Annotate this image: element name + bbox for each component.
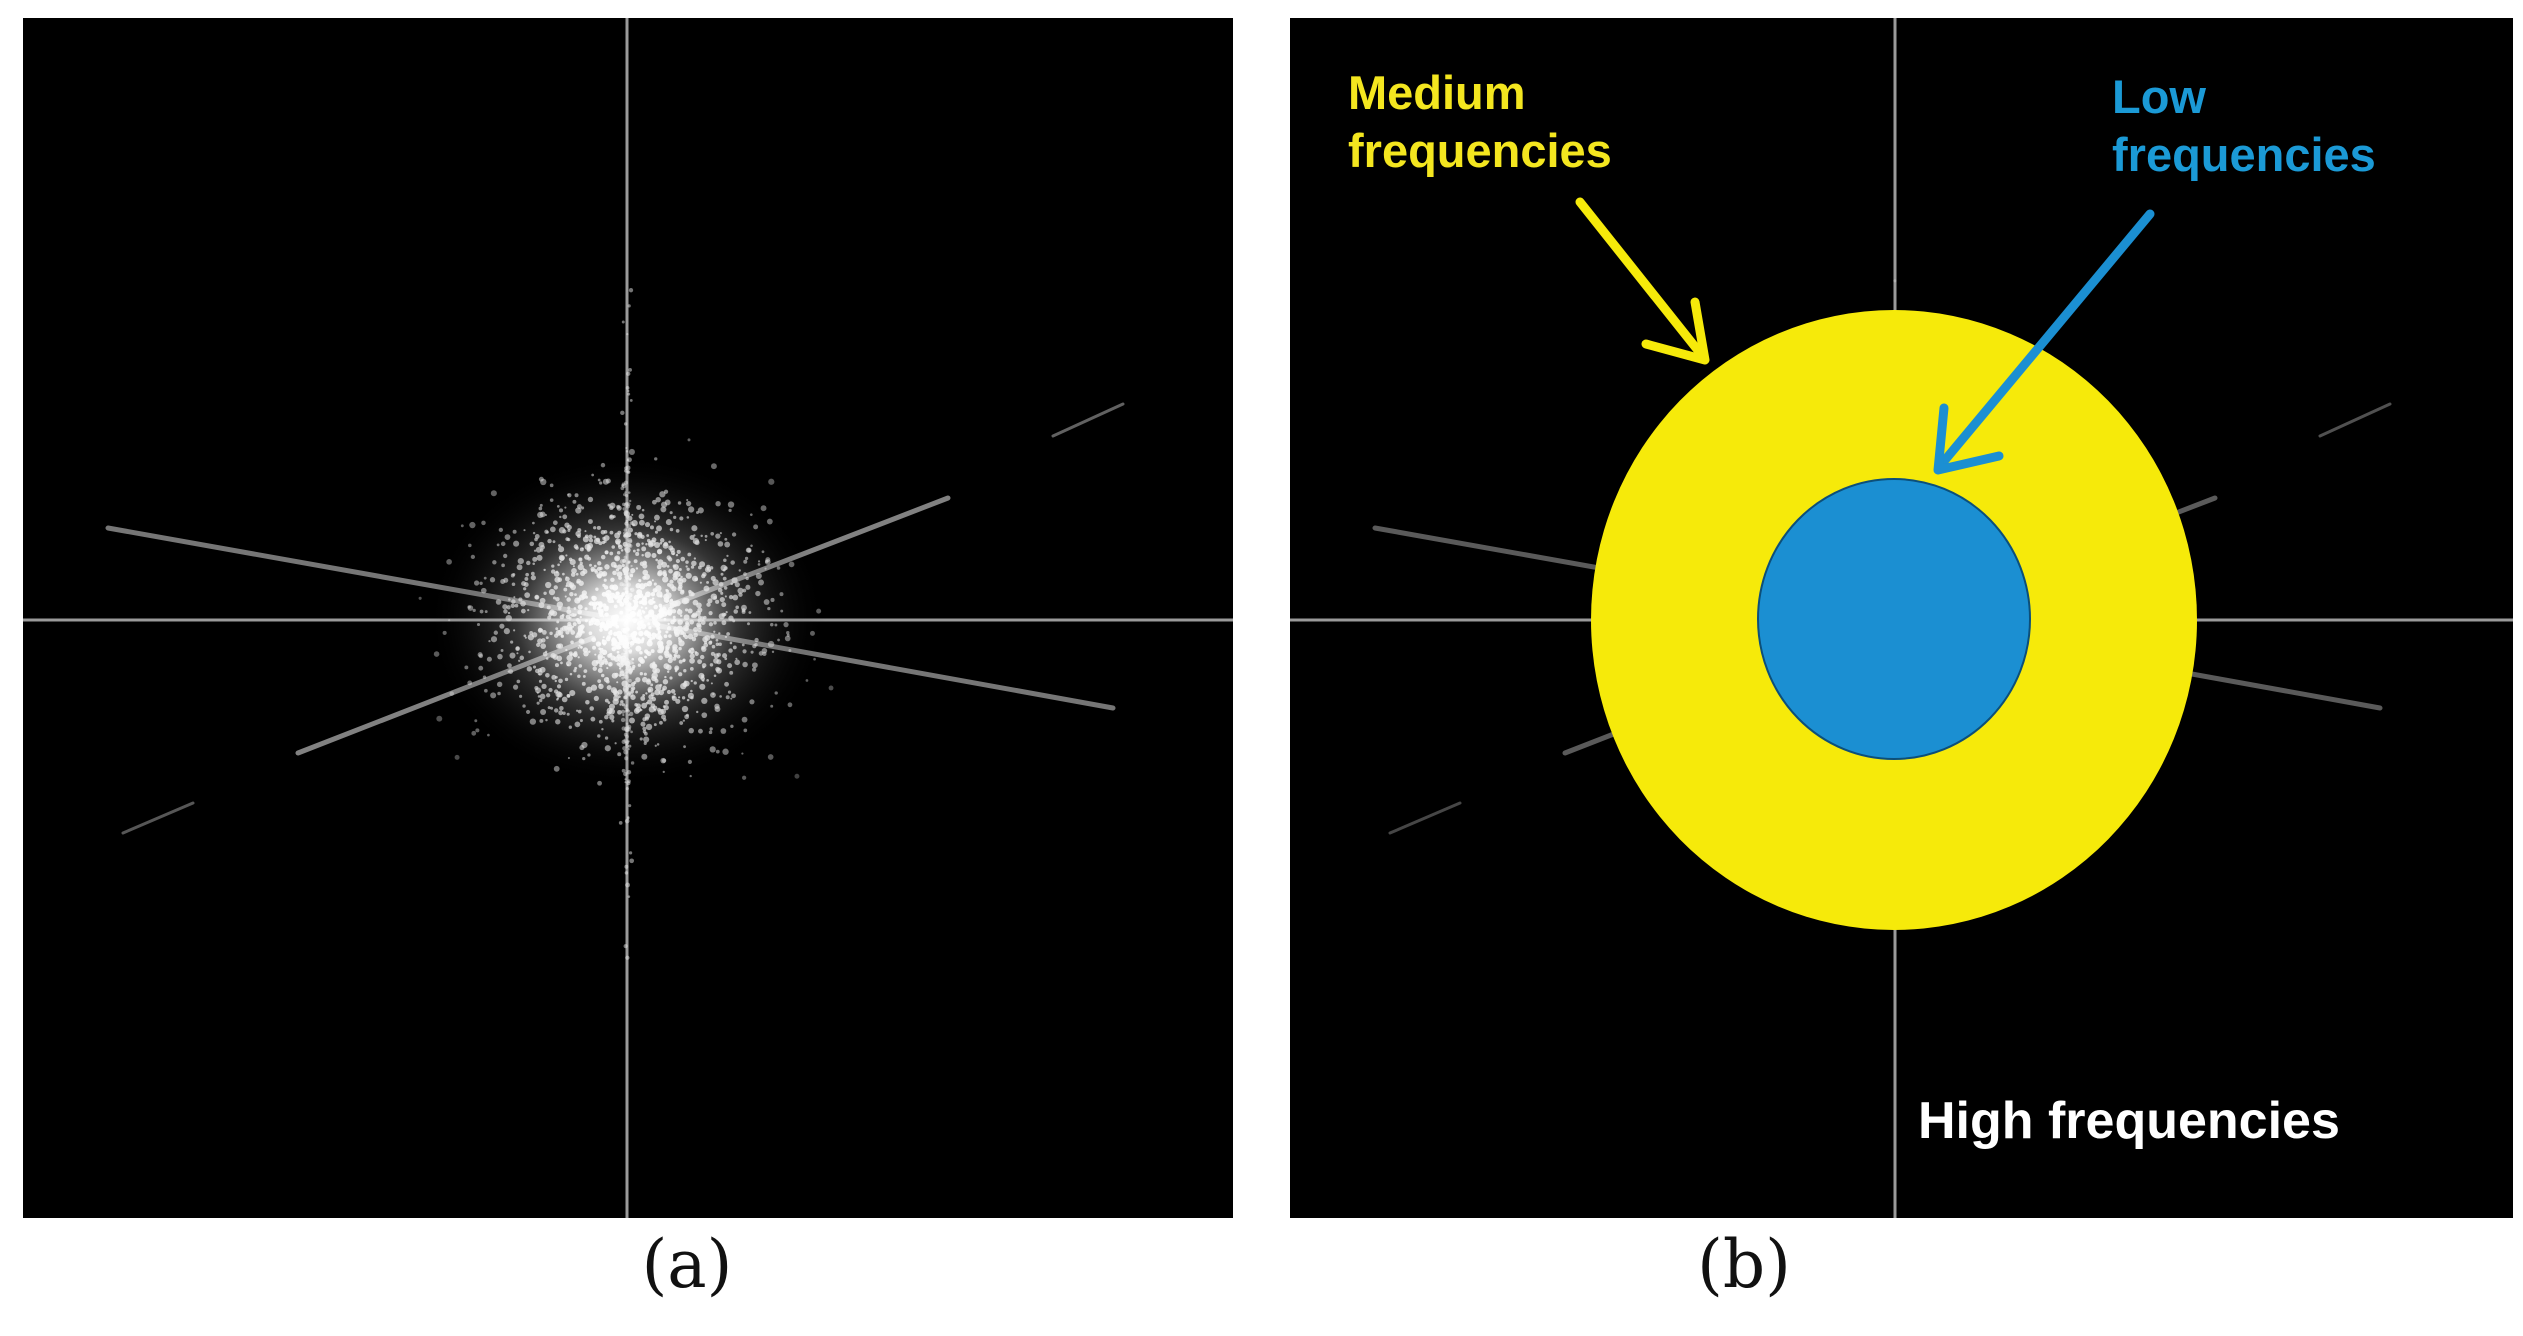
spectrum-streak (1388, 801, 1462, 835)
low-frequency-disc (1757, 478, 2031, 760)
spectrum-speckle (710, 463, 717, 470)
spectrum-streak (1051, 402, 1125, 438)
high-frequencies-label: High frequencies (1918, 1092, 2340, 1150)
low-frequency-arrow (1933, 209, 2155, 475)
spectrum-speckle (742, 775, 747, 780)
spectrum-speckle (618, 821, 623, 825)
spectrum-speckle (625, 446, 628, 450)
spectrum-speckle (625, 450, 629, 453)
spectrum-speckle (628, 288, 634, 293)
spectrum-speckle (628, 368, 632, 372)
spectrum-speckle (627, 816, 630, 819)
spectrum-speckle (1893, 279, 1897, 283)
spectrum-speckle (454, 754, 460, 760)
spectrum-speckle (687, 438, 691, 442)
spectrum-speckle (629, 858, 635, 864)
medium-frequency-arrow (1575, 197, 1710, 365)
spectrum-center-glow (427, 455, 827, 785)
spectrum-speckle (620, 410, 625, 416)
low-label-line1: Low (2112, 70, 2206, 123)
spectrum-speckle (625, 955, 630, 960)
spectrum-speckle (767, 754, 774, 760)
spectrum-speckle (490, 490, 497, 497)
spectrum-speckle (628, 448, 635, 455)
spectrum-speckle (621, 320, 625, 324)
spectrum-speckle (794, 773, 800, 779)
spectrum-speckle (625, 385, 630, 390)
spectrum-speckle (623, 944, 628, 949)
spectrum-speckle (627, 392, 631, 396)
spectrum-speckle (828, 685, 834, 691)
spectrum-speckle (436, 715, 443, 722)
caption-a: (a) (641, 1226, 733, 1303)
spectrum-speckle (628, 851, 633, 855)
spectrum-speckle (624, 864, 629, 869)
spectrum-speckle (623, 422, 628, 426)
spectrum-panel-b (1290, 18, 2513, 1218)
spectrum-image-b (1290, 18, 2513, 1218)
spectrum-speckle (625, 786, 629, 791)
spectrum-panel-a (23, 18, 1233, 1218)
medium-label-line2: frequencies (1348, 124, 1612, 177)
spectrum-speckle (471, 730, 477, 736)
low-label-line2: frequencies (2112, 128, 2376, 181)
spectrum-speckle (625, 882, 631, 888)
low-frequencies-label: Low frequencies (2112, 68, 2376, 184)
spectrum-image-a (23, 18, 1233, 1218)
spectrum-speckle (628, 804, 632, 808)
spectrum-speckle (627, 389, 630, 393)
medium-label-line1: Medium (1348, 66, 1526, 119)
caption-b: (b) (1697, 1226, 1791, 1303)
spectrum-speckle (626, 371, 631, 376)
spectrum-speckle (624, 871, 629, 875)
spectrum-speckle (624, 818, 630, 824)
spectrum-streak (2318, 402, 2392, 438)
spectrum-speckle (627, 895, 631, 898)
spectrum-speckle (627, 304, 631, 308)
spectrum-speckle (626, 332, 629, 336)
spectrum-speckle (629, 399, 633, 402)
spectrum-streak (121, 801, 195, 835)
spectrum-speckle (768, 478, 775, 485)
medium-frequencies-label: Medium frequencies (1348, 64, 1612, 180)
spectrum-speckle (418, 596, 422, 600)
